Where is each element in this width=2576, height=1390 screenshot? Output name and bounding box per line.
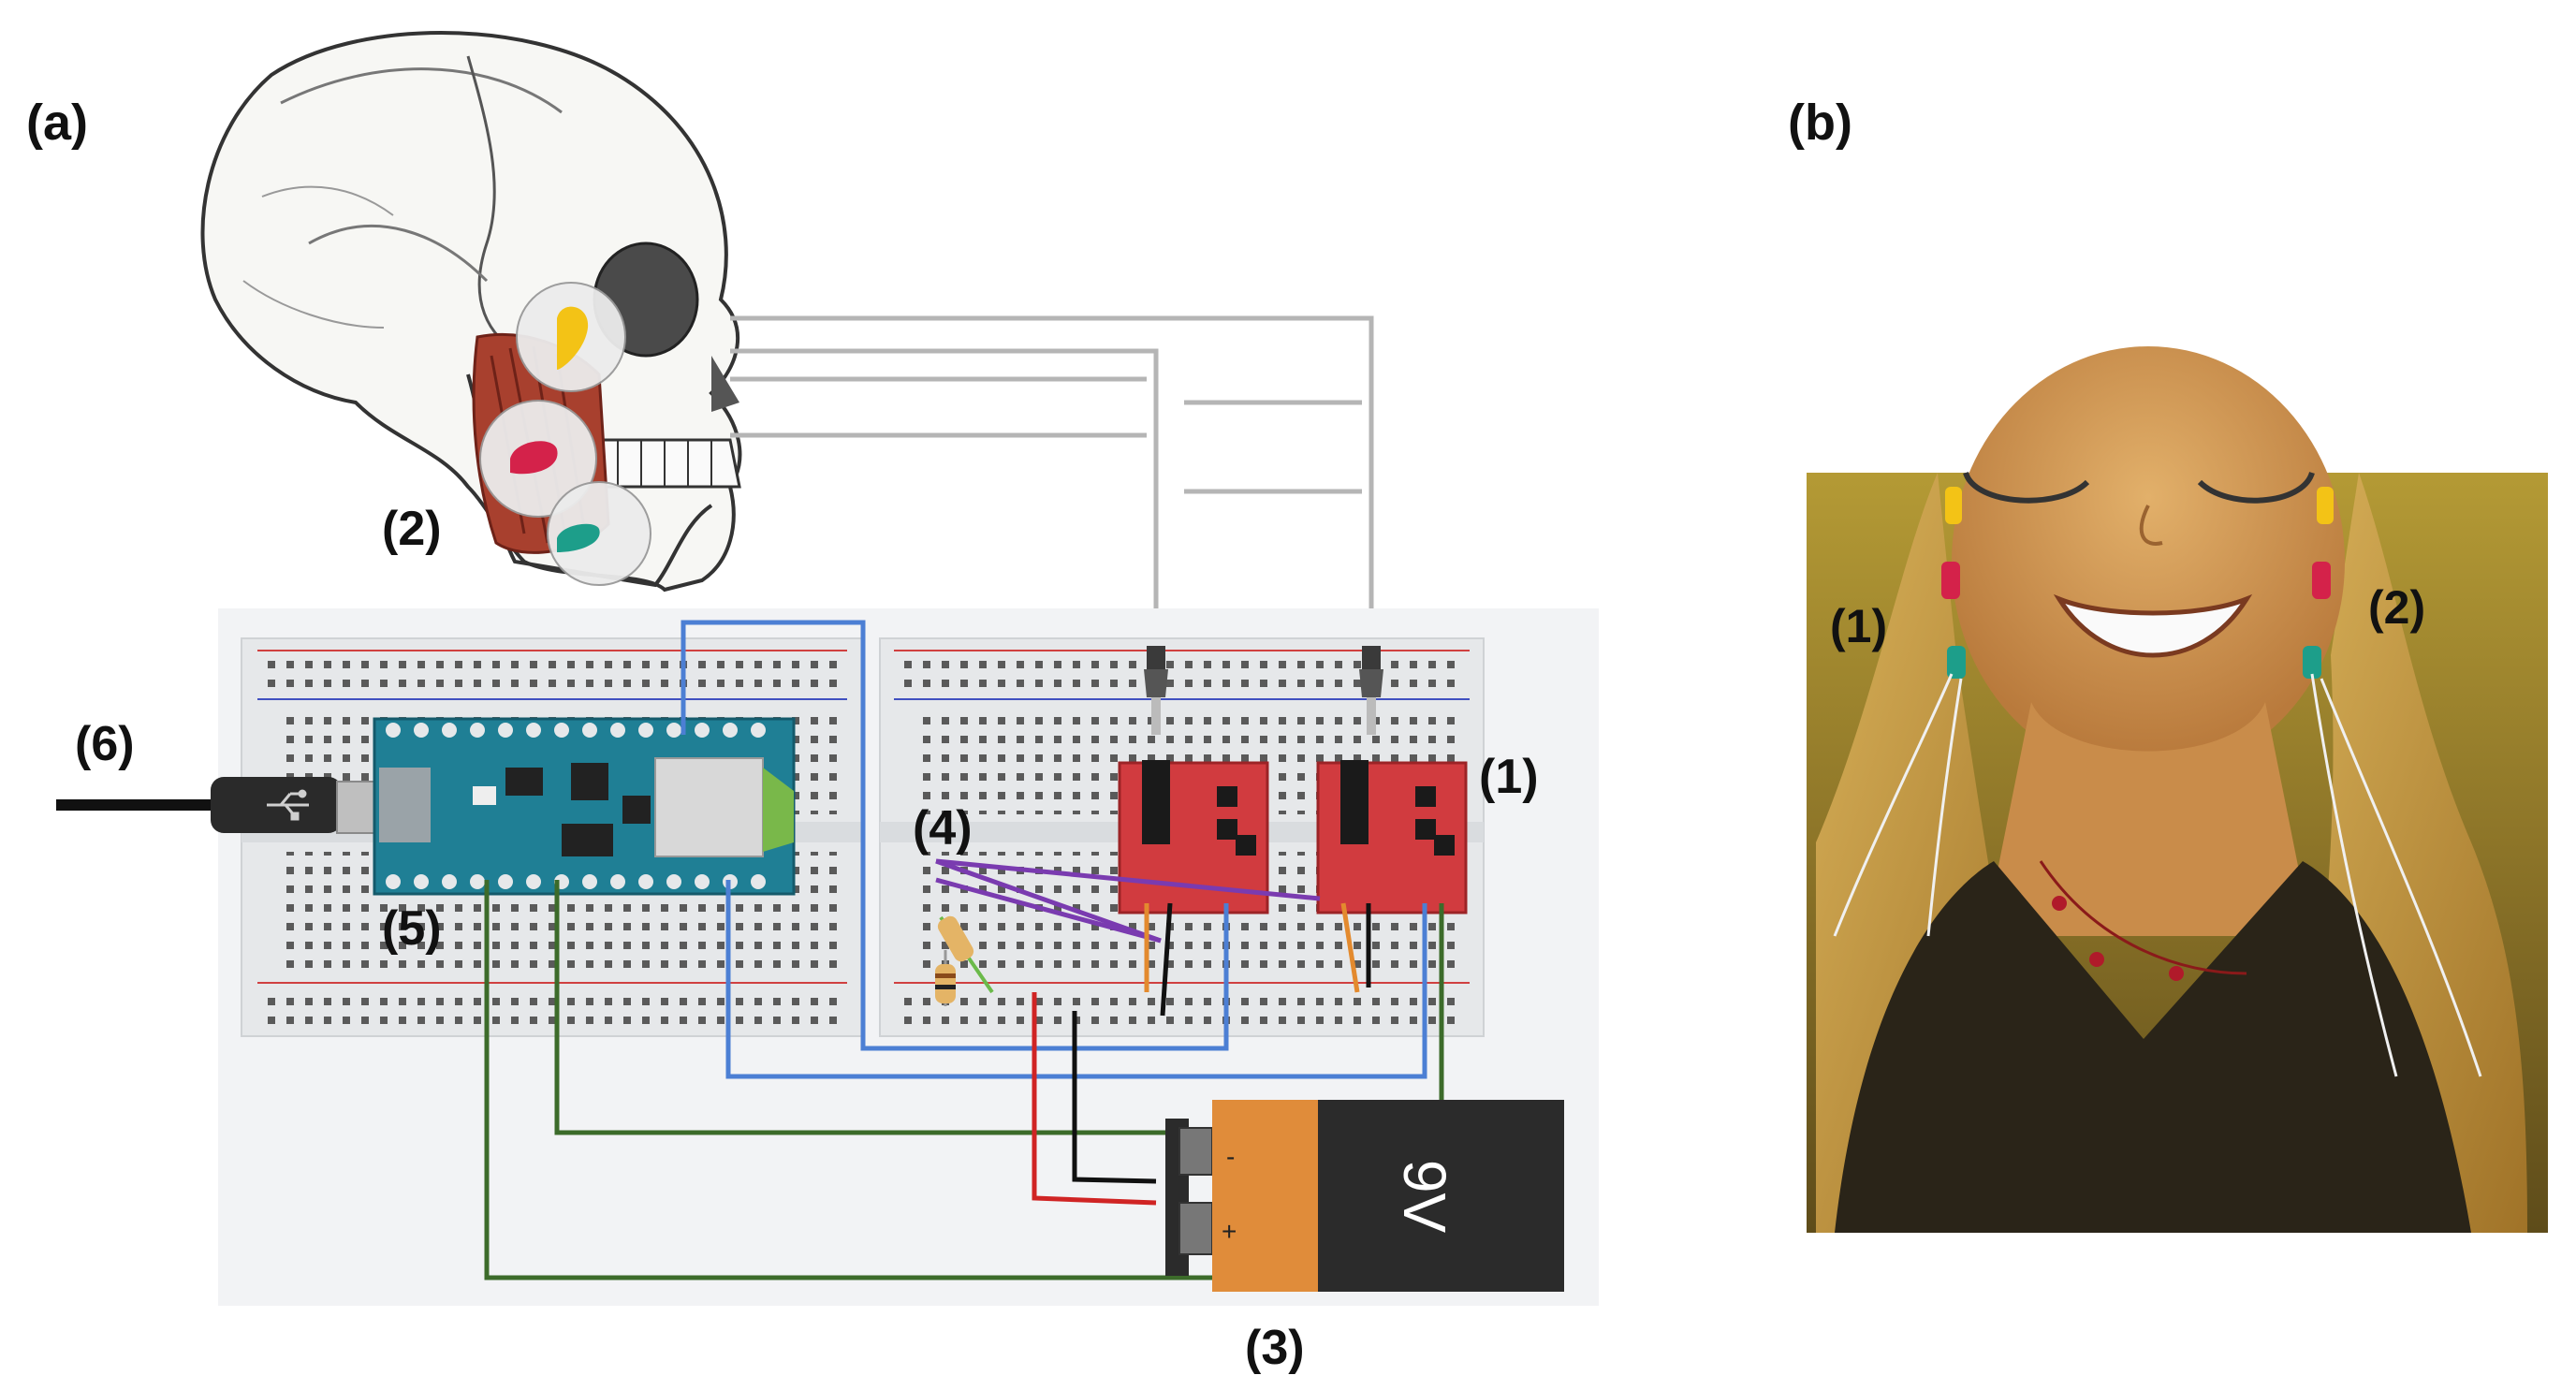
callout-3: (3) <box>1245 1321 1305 1375</box>
usb-cable <box>56 777 385 834</box>
photo-label-right: (2) <box>2368 581 2426 634</box>
skull-illustration <box>200 31 742 593</box>
electrode-lower <box>547 481 651 586</box>
battery-minus: - <box>1226 1142 1235 1171</box>
audio-jack-1 <box>1144 646 1168 735</box>
callout-4: (4) <box>913 801 973 856</box>
electrode-middle <box>479 400 597 518</box>
callout-2: (2) <box>382 502 442 556</box>
participant-photo <box>1807 346 2548 1233</box>
arduino-board <box>373 717 796 896</box>
emg-module-1 <box>1118 760 1269 914</box>
callout-6: (6) <box>75 717 135 771</box>
wires <box>484 620 1444 1280</box>
battery-plus: + <box>1222 1217 1237 1246</box>
battery-9v: - + 9V <box>1165 1100 1564 1292</box>
panel-label-b: (b) <box>1788 95 1852 151</box>
photo-label-left: (1) <box>1830 600 1888 652</box>
panel-label-a: (a) <box>26 95 88 151</box>
callout-1: (1) <box>1479 750 1539 804</box>
usb-icon <box>267 789 309 821</box>
audio-jack-2 <box>1359 646 1383 735</box>
resistors <box>935 915 994 1006</box>
electrode-upper <box>516 282 626 392</box>
callout-5: (5) <box>382 901 442 956</box>
battery-voltage: 9V <box>1391 1160 1458 1234</box>
electrode-cables <box>730 315 1374 646</box>
emg-module-2 <box>1316 760 1468 914</box>
